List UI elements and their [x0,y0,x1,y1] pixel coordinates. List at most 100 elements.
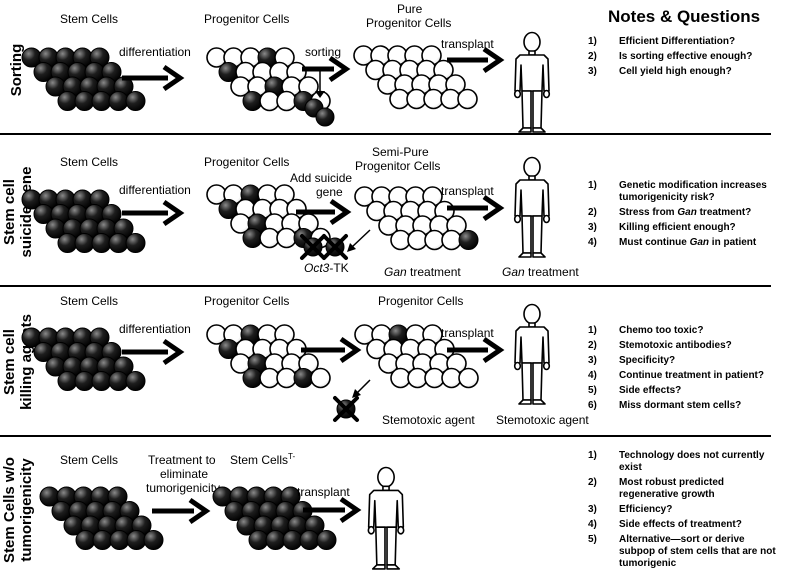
note-number: 3) [588,504,597,515]
x-mark [300,234,326,260]
patient-figure [513,31,551,133]
white-cell [389,88,410,110]
note-number: 3) [588,66,597,77]
note-number: 1) [588,450,597,461]
white-cell [441,229,462,251]
progenitor-cells-label-2: Progenitor Cells [378,294,463,308]
black-cell [248,530,269,550]
note-number: 4) [588,237,597,248]
arrow [447,194,505,222]
black-cell [316,530,337,550]
stem-cell-cluster [21,327,146,391]
transplant-label: transplant [441,326,494,340]
row-label-line1: Stem Cells w/o [1,457,18,563]
notes-list: 1)Genetic modification increasestumorige… [588,180,767,248]
patient-figure [513,156,551,258]
stem-cells-label: Stem Cells [60,155,118,169]
killed-cell [333,396,359,422]
stem-cells-t-cluster [212,486,337,550]
row-label: Sorting [8,44,25,97]
black-cell [92,530,113,550]
row-suicide-gene: Stem cell suicide gene Stem Cells differ… [1,145,767,279]
pure-label: Pure [397,2,423,16]
black-cell [282,530,303,550]
arrow [296,198,352,226]
black-cell [91,233,112,253]
treatment-label-2: eliminate [160,467,208,481]
note-number: 2) [588,51,597,62]
note-text: Specificity? [619,355,675,366]
agent-arrow-line [356,379,371,394]
black-cell [125,91,146,111]
white-cell [276,90,297,112]
note-text: Efficiency? [619,504,672,515]
white-cell [276,227,297,249]
white-cell [441,367,462,389]
progenitor-cell-cluster-2 [354,324,479,389]
gan-treatment-label: Gan treatment [384,265,461,279]
black-cell [57,233,78,253]
note-text: Genetic modification increases [619,180,767,191]
stem-cell-cluster [21,47,146,111]
x-mark [322,234,348,260]
gan-treatment-patient-label: Gan treatment [502,265,579,279]
white-cell [407,367,428,389]
arrow [152,497,211,525]
patient-figure [367,466,405,570]
black-cell [74,233,95,253]
note-number: 3) [588,222,597,233]
differentiation-label: differentiation [119,45,191,59]
white-cell [259,227,280,249]
white-cell [390,229,411,251]
notes-title: Notes & Questions [608,7,760,26]
note-text: Miss dormant stem cells? [619,400,741,411]
notes-list: 1)Chemo too toxic?2)Stemotoxic antibodie… [588,325,764,411]
black-cell [242,228,263,248]
kill-arrow-line [351,229,371,248]
white-cell [259,90,280,112]
arrow [122,64,185,92]
progenitor-cells-label: Progenitor Cells [204,155,289,169]
note-text: Most robust predicted [619,477,724,488]
semi-pure-progenitor-label: Progenitor Cells [355,159,440,173]
white-cell [424,229,445,251]
note-text: tumorigenicity risk? [619,192,715,203]
differentiation-label: differentiation [119,183,191,197]
black-cell [74,371,95,391]
white-cell [276,367,297,389]
note-text: Alternative—sort or derive [619,534,745,545]
note-text: tumorigenic [619,558,677,569]
stem-cells-label: Stem Cells [60,453,118,467]
note-number: 2) [588,207,597,218]
add-suicide-label: Add suicide [290,171,352,185]
note-text: Technology does not currently [619,450,765,461]
arrow [303,496,362,524]
note-number: 4) [588,370,597,381]
transplant-label: transplant [297,485,350,499]
white-cell [458,367,479,389]
black-cell [91,371,112,391]
note-number: 6) [588,400,597,411]
oct3-tk-label: Oct3-TK [304,261,349,275]
note-text: Is sorting effective enough? [619,51,752,62]
black-cell [265,530,286,550]
progenitor-cell-cluster [206,324,331,389]
row-label-line1: Stem cell [1,179,18,245]
white-cell [457,88,478,110]
row-label-line1: Stem cell [1,329,18,395]
pure-progenitor-label: Progenitor Cells [366,16,451,30]
note-number: 3) [588,355,597,366]
semi-pure-label: Semi-Pure [372,145,429,159]
arrow [122,199,185,227]
row-label-line2: suicide gene [18,167,35,258]
black-cell [126,530,147,550]
note-text: subpop of stem cells that are not [619,546,776,557]
black-cell [75,530,96,550]
black-cell [109,530,130,550]
black-cell [458,230,479,250]
patient-figure [513,303,551,405]
black-cell [293,368,314,388]
row-killing-agents: Stem cell killing agents Stem Cells diff… [1,294,764,427]
stemotoxic-agent-label: Stemotoxic agent [382,413,475,427]
black-cell [108,233,129,253]
